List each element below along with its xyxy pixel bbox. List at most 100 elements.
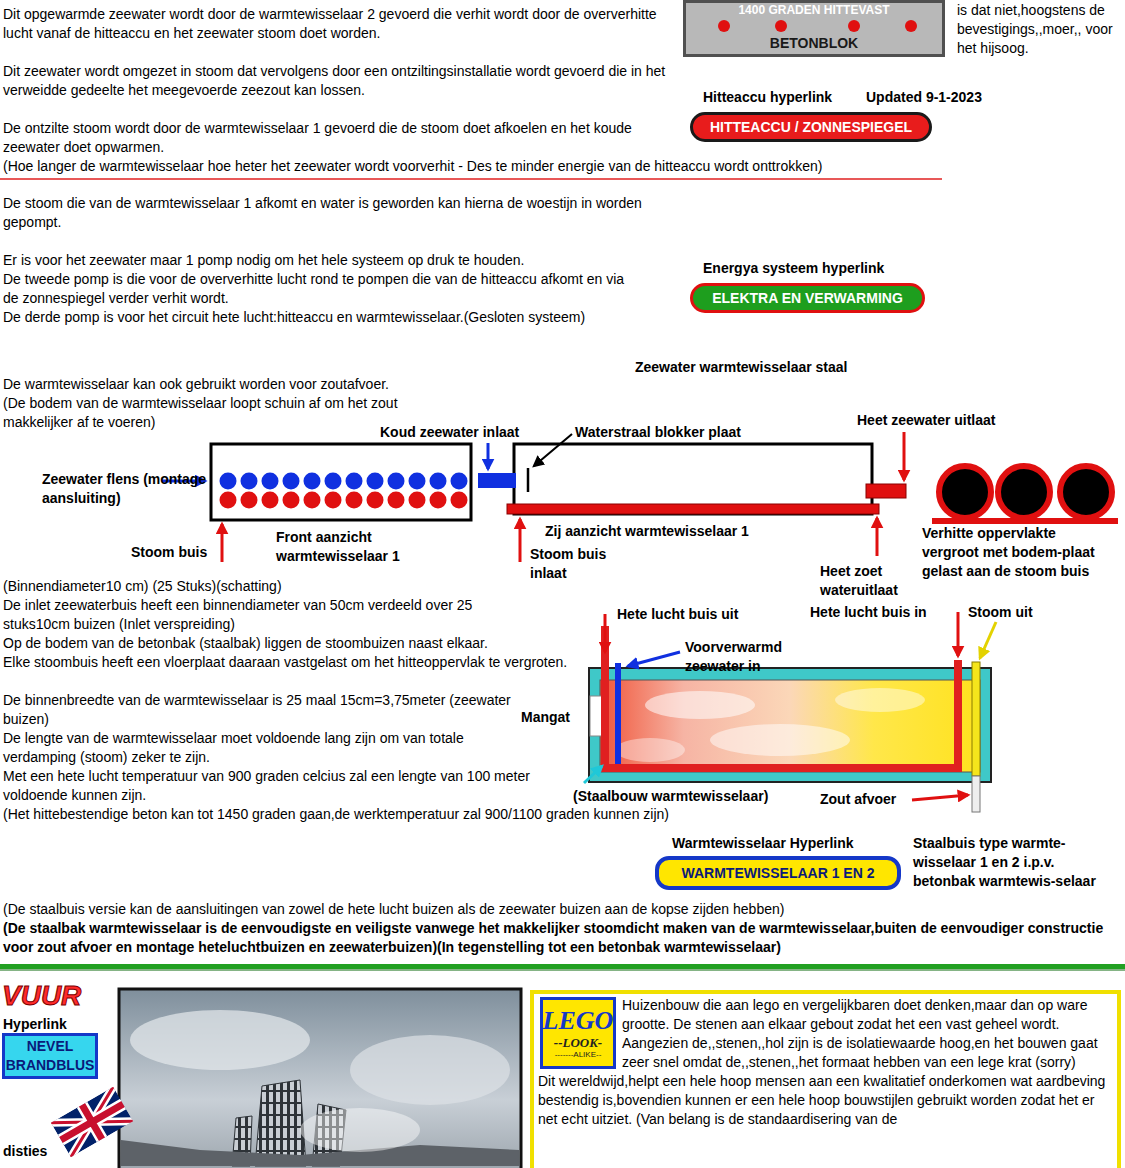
body-text: Er is voor het zeewater maar 1 pomp nodi… bbox=[3, 251, 703, 270]
box-text: WARMTEWISSELAAR 1 EN 2 bbox=[682, 864, 875, 883]
hot-air-in-arrow bbox=[957, 612, 960, 656]
tube-dots bbox=[262, 492, 279, 509]
tube-dots bbox=[241, 492, 258, 509]
red-dot bbox=[905, 20, 917, 32]
blocker-arrow bbox=[534, 434, 572, 466]
uk-flag bbox=[51, 1087, 133, 1158]
steam-tube-arrow bbox=[221, 524, 224, 562]
spec-text: Op de bodem van de betonbak (staalbak) l… bbox=[3, 634, 583, 653]
front-view-exchanger bbox=[211, 444, 471, 520]
cold-inlet-pipe bbox=[487, 443, 490, 469]
seawater-in-arrow bbox=[628, 652, 680, 666]
steam-inlet-arrow bbox=[519, 519, 522, 562]
box-text: LEGO bbox=[543, 1007, 614, 1035]
tube-dots bbox=[283, 473, 300, 490]
tube-dots bbox=[325, 492, 342, 509]
section-title: Zeewater warmtewisselaar staal bbox=[635, 358, 847, 377]
green-separator bbox=[0, 964, 1125, 970]
part-label: Waterstraal blokker plaat bbox=[575, 423, 741, 442]
tube-dots bbox=[220, 473, 237, 490]
cold-inlet-pipe bbox=[478, 443, 516, 488]
body-text: De warmtewisselaar kan ook gebruikt word… bbox=[3, 375, 603, 394]
separator-line bbox=[0, 178, 942, 180]
tube-dots bbox=[430, 492, 447, 509]
link-button: NEVEL BRANDBLUS bbox=[2, 1033, 98, 1079]
pipes bbox=[605, 764, 958, 772]
part-label: Hete lucht buis uit bbox=[617, 605, 738, 624]
red-dots bbox=[689, 19, 939, 33]
part-label: (Staalbouw warmtewisselaar) bbox=[573, 787, 768, 806]
green-separator bbox=[0, 964, 1125, 969]
tube-dots bbox=[388, 492, 405, 509]
side-view-exchanger bbox=[507, 444, 906, 514]
ruins-photo bbox=[350, 1035, 510, 1105]
red-dot bbox=[718, 20, 730, 32]
cold-inlet-pipe bbox=[478, 473, 516, 488]
part-label: Heet zeewater uitlaat bbox=[857, 411, 996, 430]
tube-dots bbox=[430, 473, 447, 490]
ruins-photo bbox=[119, 989, 521, 1168]
box-text: NEVEL BRANDBLUS bbox=[6, 1037, 95, 1075]
tube-dots bbox=[451, 473, 468, 490]
tube-dots bbox=[346, 492, 363, 509]
construction-arrow bbox=[584, 766, 602, 783]
pipes bbox=[605, 626, 980, 812]
spec-text: Met een hete lucht temperatuur van 900 g… bbox=[3, 767, 543, 805]
link-caption: disties bbox=[3, 1142, 47, 1161]
body-text: De ontzilte stoom wordt door de warmtewi… bbox=[3, 119, 683, 157]
tube-section-circles bbox=[998, 466, 1050, 518]
link-caption: Hyperlink bbox=[3, 1015, 67, 1034]
box-subtext: Dit wereldwijd,helpt een hele hoop mense… bbox=[538, 1072, 1111, 1129]
link-button: WARMTEWISSELAAR 1 EN 2 bbox=[655, 856, 901, 890]
red-dot bbox=[848, 20, 860, 32]
part-label: Stoom buis inlaat bbox=[530, 545, 625, 583]
side-note: is dat niet,hoogstens de bevestigings,,m… bbox=[957, 1, 1122, 58]
spec-text: (Binnendiameter10 cm) (25 Stuks)(schatti… bbox=[3, 577, 282, 596]
part-label: Stoom uit bbox=[968, 603, 1033, 622]
hot-air-out-arrow bbox=[604, 614, 607, 652]
link-caption: Warmtewisselaar Hyperlink bbox=[672, 834, 854, 853]
side-view-exchanger bbox=[507, 504, 879, 514]
steam-out-arrow bbox=[980, 622, 996, 658]
green-separator bbox=[0, 970, 1125, 971]
ruins-photo bbox=[130, 1010, 310, 1070]
hot-air-out-arrow bbox=[605, 614, 606, 652]
uk-flag bbox=[51, 1087, 133, 1158]
hot-outlet-arrow bbox=[903, 432, 906, 480]
steel-exchanger-body bbox=[645, 691, 755, 719]
steam-tube-arrow bbox=[222, 524, 223, 562]
tube-dots bbox=[220, 492, 237, 509]
tube-dots bbox=[304, 492, 321, 509]
box-text: ELEKTRA EN VERWARMING bbox=[712, 289, 903, 308]
concrete-block: 1400 GRADEN HITTEVASTBETONBLOK bbox=[683, 0, 945, 57]
fresh-water-arrow bbox=[876, 518, 879, 556]
tube-section-circles bbox=[1060, 466, 1112, 518]
side-note: Staalbuis type warmte-wisselaar 1 en 2 i… bbox=[913, 834, 1103, 891]
hot-air-in-arrow bbox=[958, 612, 959, 656]
spec-text: De inlet zeewaterbuis heeft een binnendi… bbox=[3, 596, 493, 634]
ruins-photo bbox=[255, 1080, 306, 1166]
box-text: Huizenbouw die aan lego en vergelijkbare… bbox=[538, 996, 1111, 1072]
tube-dots bbox=[220, 473, 468, 509]
fire-logo: VUUR bbox=[2, 980, 81, 1012]
steel-exchanger-body bbox=[589, 668, 991, 782]
steel-exchanger-body bbox=[590, 696, 602, 736]
tube-dots bbox=[304, 473, 321, 490]
link-caption: Energya systeem hyperlink bbox=[703, 259, 884, 278]
spec-text: (Het hittebestendige beton kan tot 1450 … bbox=[3, 805, 1003, 824]
body-text: De stoom die van de warmtewisselaar 1 af… bbox=[3, 194, 688, 232]
steel-exchanger-body bbox=[710, 724, 850, 756]
box-subtext: --LOOK- bbox=[554, 1035, 602, 1050]
box-subtext: -------ALIKE-- bbox=[555, 1050, 602, 1060]
salt-drain-arrow bbox=[912, 795, 968, 800]
part-label: Voorverwarmd zeewater in bbox=[685, 638, 815, 676]
part-label: Zout afvoer bbox=[820, 790, 896, 809]
tube-dots bbox=[388, 473, 405, 490]
uk-flag bbox=[51, 1087, 133, 1158]
link-button: ELEKTRA EN VERWARMING bbox=[690, 283, 925, 313]
body-text: De tweede pomp is die voor de oververhit… bbox=[3, 270, 628, 308]
body-text: (De staalbuis versie kan de aansluitinge… bbox=[3, 900, 784, 919]
tube-dots bbox=[409, 492, 426, 509]
front-view-exchanger bbox=[211, 444, 471, 520]
